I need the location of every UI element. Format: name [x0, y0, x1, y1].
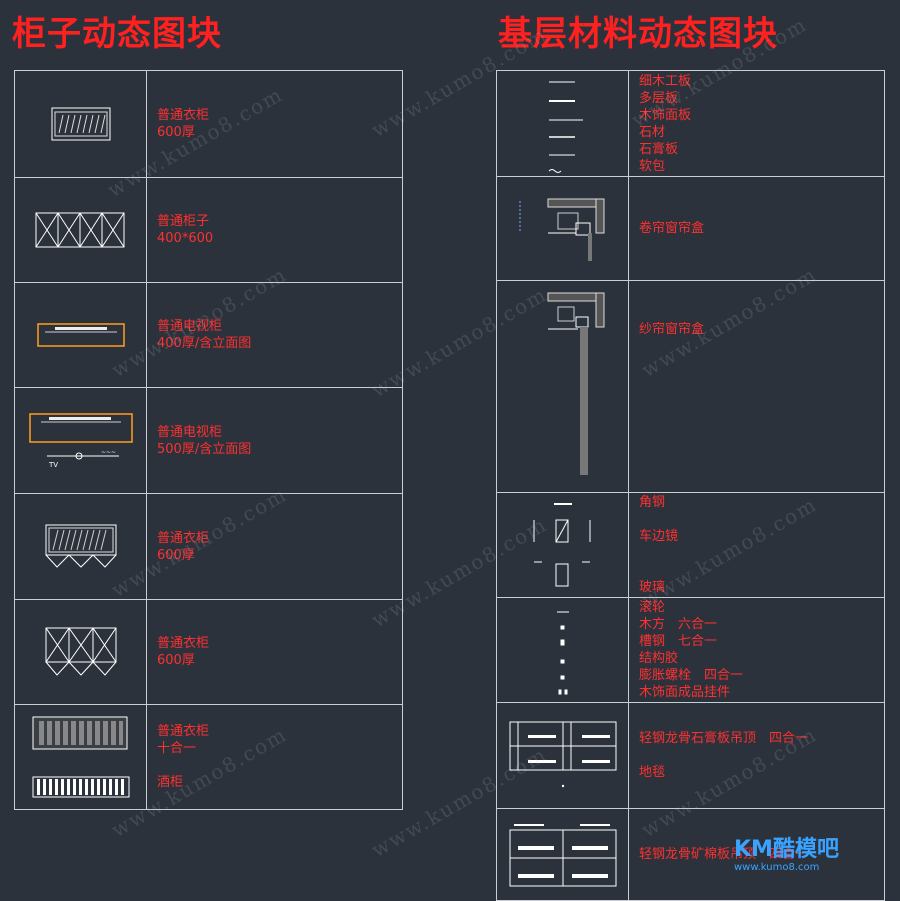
wardrobe-600-doors-icon [14, 493, 147, 600]
table-row[interactable]: 滚轮木方 六合一槽钢 七合一结构胶膨胀螺栓 四合一木饰面成品挂件 [496, 597, 885, 703]
table-row[interactable]: 纱帘窗帘盒 [496, 280, 885, 493]
sheer-curtain-box-icon [496, 280, 629, 493]
block-label: 轻钢龙骨矿棉板吊顶 四合一 [628, 808, 885, 901]
table-row[interactable]: 轻钢龙骨矿棉板吊顶 四合一 [496, 808, 885, 901]
block-label: 普通衣柜十合一酒柜 [146, 704, 403, 810]
table-row[interactable]: 角钢车边镜玻璃 [496, 492, 885, 598]
block-label: 纱帘窗帘盒 [628, 280, 885, 493]
site-logo: KM酷模吧 www.kumo8.com [734, 838, 839, 874]
right-section-title: 基层材料动态图块 [498, 14, 778, 54]
table-row[interactable]: 轻钢龙骨石膏板吊顶 四合一地毯 [496, 702, 885, 809]
logo-text: KM酷模吧 [734, 837, 839, 862]
mineral-wool-ceiling-icon [496, 808, 629, 901]
board-materials-icon [496, 70, 629, 177]
table-row[interactable]: 细木工板多层板木饰面板石材石膏板软包 [496, 70, 885, 177]
cabinet-400x600-icon [14, 177, 147, 283]
logo-url: www.kumo8.com [734, 862, 820, 873]
block-label: 滚轮木方 六合一槽钢 七合一结构胶膨胀螺栓 四合一木饰面成品挂件 [628, 597, 885, 703]
angle-steel-mirror-glass-icon [496, 492, 629, 598]
block-label: 轻钢龙骨石膏板吊顶 四合一地毯 [628, 702, 885, 809]
block-label: 卷帘窗帘盒 [628, 176, 885, 281]
table-row[interactable]: 普通衣柜十合一酒柜 [14, 704, 403, 810]
wardrobe-600-swing-icon [14, 599, 147, 705]
gypsum-ceiling-icon [496, 702, 629, 809]
block-label: 角钢车边镜玻璃 [628, 492, 885, 598]
svg-text:TV: TV [48, 461, 58, 469]
svg-text:~~~: ~~~ [101, 449, 116, 456]
wardrobe-ten-in-one-icon [14, 704, 147, 810]
roller-curtain-box-icon [496, 176, 629, 281]
roller-wood-channel-icon [496, 597, 629, 703]
wardrobe-600-icon [14, 70, 147, 178]
tv-cabinet-400-icon [14, 282, 147, 388]
base-material-blocks-table: 细木工板多层板木饰面板石材石膏板软包 卷帘窗帘盒 纱帘窗帘盒 角钢车边镜玻璃 滚… [496, 70, 885, 901]
left-section-title: 柜子动态图块 [12, 14, 222, 54]
table-row[interactable]: 卷帘窗帘盒 [496, 176, 885, 281]
tv-cabinet-500-icon: TV ~~~ [14, 387, 147, 494]
block-label: 细木工板多层板木饰面板石材石膏板软包 [628, 70, 885, 177]
